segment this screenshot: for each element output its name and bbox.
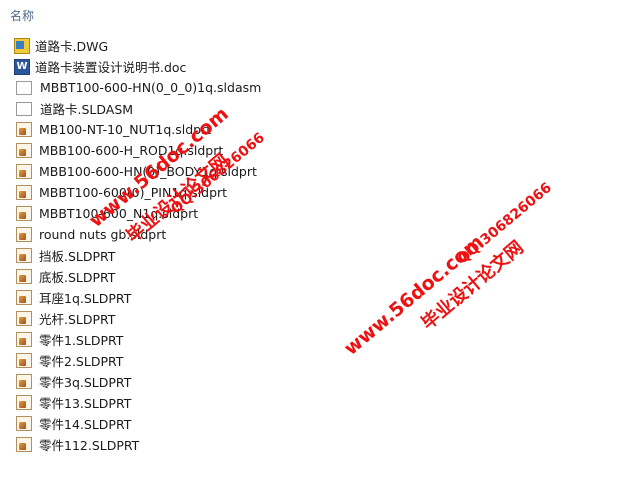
file-row[interactable]: MB100-NT-10_NUT1q.sldprt — [14, 119, 261, 140]
watermark-brand-2: 毕业设计论文网 — [417, 237, 528, 335]
solidworks-part-icon — [16, 353, 32, 368]
solidworks-part-icon — [16, 332, 32, 347]
file-name: 底板.SLDPRT — [39, 270, 116, 285]
file-name: 零件13.SLDPRT — [39, 396, 132, 411]
file-name: MB100-NT-10_NUT1q.sldprt — [39, 122, 212, 137]
file-row[interactable]: MBBT100-600(0)_PIN1q.sldprt — [14, 182, 261, 203]
file-row[interactable]: MBB100-600-H_ROD1q.sldprt — [14, 140, 261, 161]
file-name: MBBT100-600_N1q.sldprt — [39, 206, 199, 221]
file-name: MBBT100-600-HN(0_0_0)1q.sldasm — [40, 80, 262, 95]
watermark-qq-2: QQ:306826066 — [455, 179, 555, 268]
solidworks-part-icon — [16, 416, 32, 431]
file-row[interactable]: 零件2.SLDPRT — [14, 350, 261, 371]
file-name: MBB100-600-H_ROD1q.sldprt — [39, 143, 224, 158]
solidworks-part-icon — [16, 248, 32, 263]
file-row[interactable]: MBBT100-600_N1q.sldprt — [14, 203, 261, 224]
blank-file-icon — [16, 101, 32, 116]
file-row[interactable]: MBBT100-600-HN(0_0_0)1q.sldasm — [14, 77, 261, 98]
file-row[interactable]: 零件3q.SLDPRT — [14, 371, 261, 392]
solidworks-part-icon — [16, 437, 32, 452]
file-name: 零件2.SLDPRT — [39, 354, 124, 369]
file-name: 道路卡装置设计说明书.doc — [35, 60, 187, 75]
file-row[interactable]: 光杆.SLDPRT — [14, 308, 261, 329]
solidworks-part-icon — [16, 185, 32, 200]
file-name: 零件1.SLDPRT — [39, 333, 124, 348]
file-name: 道路卡.DWG — [35, 39, 109, 54]
solidworks-part-icon — [16, 290, 32, 305]
name-column-header[interactable]: 名称 — [10, 9, 35, 23]
file-name: MBBT100-600(0)_PIN1q.sldprt — [39, 185, 228, 200]
solidworks-part-icon — [16, 269, 32, 284]
file-row[interactable]: 零件1.SLDPRT — [14, 329, 261, 350]
file-row[interactable]: 耳座1q.SLDPRT — [14, 287, 261, 308]
file-row[interactable]: 零件14.SLDPRT — [14, 413, 261, 434]
file-row[interactable]: 零件112.SLDPRT — [14, 434, 261, 455]
file-name: 零件112.SLDPRT — [39, 438, 140, 453]
watermark-site-2: www.56doc.com — [340, 230, 488, 360]
solidworks-part-icon — [16, 143, 32, 158]
file-row[interactable]: MBB100-600-HN(0)_BODY1q.sldprt — [14, 161, 261, 182]
file-row[interactable]: 挡板.SLDPRT — [14, 245, 261, 266]
file-row[interactable]: W 道路卡装置设计说明书.doc — [14, 56, 261, 77]
file-row[interactable]: 底板.SLDPRT — [14, 266, 261, 287]
file-name: round nuts gb.sldprt — [39, 227, 167, 242]
solidworks-part-icon — [16, 227, 32, 242]
file-row[interactable]: 零件13.SLDPRT — [14, 392, 261, 413]
file-name: MBB100-600-HN(0)_BODY1q.sldprt — [39, 164, 257, 179]
file-row[interactable]: round nuts gb.sldprt — [14, 224, 261, 245]
solidworks-part-icon — [16, 311, 32, 326]
file-row[interactable]: 道路卡.DWG — [14, 35, 261, 56]
blank-file-icon — [16, 80, 32, 95]
dwg-file-icon — [14, 37, 30, 54]
word-doc-icon: W — [14, 58, 30, 75]
solidworks-part-icon — [16, 122, 32, 137]
file-name: 耳座1q.SLDPRT — [39, 291, 132, 306]
solidworks-part-icon — [16, 164, 32, 179]
file-name: 零件3q.SLDPRT — [39, 375, 132, 390]
file-row[interactable]: 道路卡.SLDASM — [14, 98, 261, 119]
file-name: 零件14.SLDPRT — [39, 417, 132, 432]
solidworks-part-icon — [16, 395, 32, 410]
file-name: 光杆.SLDPRT — [39, 312, 116, 327]
solidworks-part-icon — [16, 206, 32, 221]
file-name: 道路卡.SLDASM — [40, 102, 134, 117]
file-name: 挡板.SLDPRT — [39, 249, 116, 264]
solidworks-part-icon — [16, 374, 32, 389]
